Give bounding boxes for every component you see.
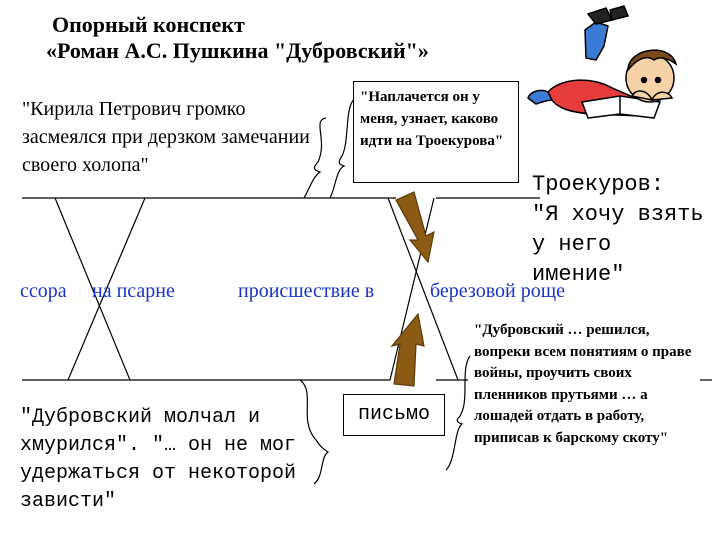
troekurov-speech: Троекуров: "Я хочу взять у него имение" [532, 170, 712, 290]
title-line-1: Опорный конспект [52, 12, 245, 37]
brace-kirila [303, 117, 327, 199]
quote-box-troekurov: "Наплачется он у меня, узнает, каково ид… [353, 81, 519, 183]
event-proisshestvie: происшествие в [238, 280, 375, 302]
title-line-2: «Роман А.С. Пушкина "Дубровский"» [46, 38, 429, 63]
brace-molchal [299, 379, 330, 485]
event-roshche: березовой роще [430, 280, 565, 302]
event-ssora: ссора [20, 280, 67, 302]
brace-troekurov-box [329, 97, 357, 199]
arrow-up [390, 312, 425, 387]
crossing-psarne [54, 197, 146, 381]
quote-molchal: "Дубровский молчал и хмурился". "… он не… [20, 406, 297, 513]
quote-dubrovsky: "Дубровский … решился, вопреки всем поня… [474, 322, 692, 446]
letter-box: письмо [343, 394, 445, 436]
troekurov-speaker-label: Троекуров: [532, 172, 665, 197]
event-psarne: на псарне [92, 280, 175, 302]
crossing-roshche [387, 197, 459, 381]
quote-kirila: "Кирила Петрович громко засмеялся при де… [22, 98, 310, 176]
troekurov-speech-text: "Я хочу взять у него имение" [532, 202, 704, 287]
brace-dubrovsky [445, 355, 471, 471]
arrow-down [395, 191, 435, 264]
boy-reading-book-icon [527, 5, 678, 119]
